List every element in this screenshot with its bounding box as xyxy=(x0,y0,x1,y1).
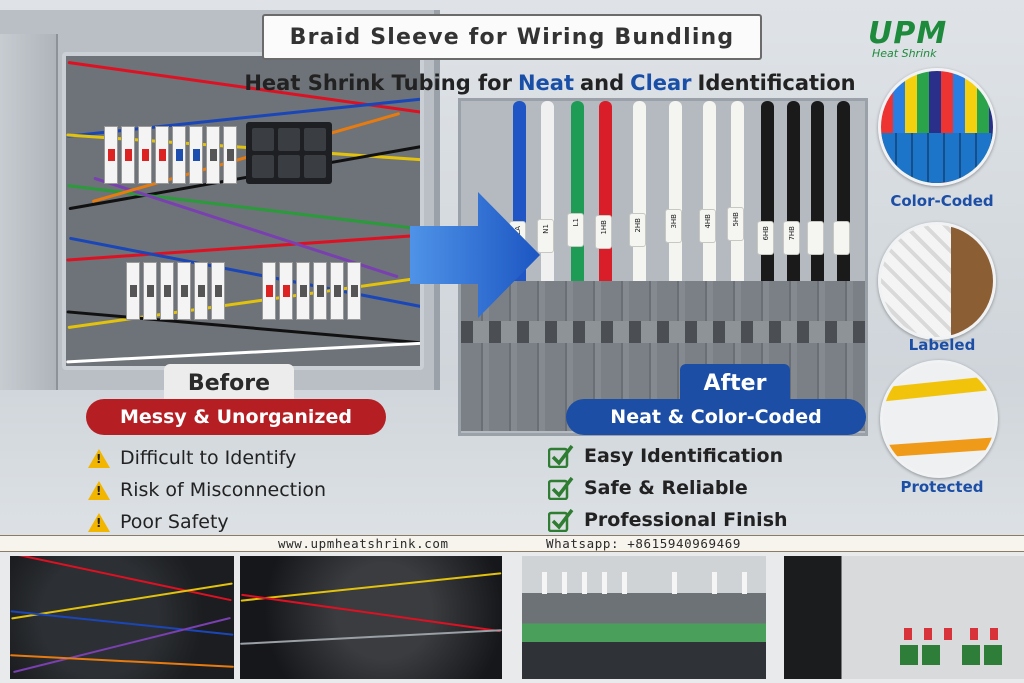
brand-tagline: Heat Shrink xyxy=(872,47,937,60)
after-benefits-list: Easy Identification Safe & Reliable Prof… xyxy=(548,440,788,536)
sleeve-label: 2HB xyxy=(634,218,642,233)
protected-sample-image xyxy=(880,360,998,478)
sleeve-label: L1 xyxy=(572,218,580,227)
list-item-text: Easy Identification xyxy=(584,445,784,467)
sleeve-label: 6HB xyxy=(762,226,770,241)
id-sleeve: 2HB xyxy=(629,213,646,247)
brand-logo: UPM Heat Shrink xyxy=(868,16,978,72)
id-sleeve: 6HB xyxy=(757,221,774,255)
application-gallery xyxy=(0,552,1024,683)
list-item: Risk of Misconnection xyxy=(88,474,326,506)
sleeve-label: 7HB xyxy=(788,226,796,241)
list-item: Poor Safety xyxy=(88,506,326,538)
id-sleeve: 5HB xyxy=(727,207,744,241)
sleeve-label: 1HB xyxy=(600,220,608,235)
after-status-badge: Neat & Color-Coded xyxy=(566,399,866,435)
before-status-badge: Messy & Unorganized xyxy=(86,399,386,435)
page-title: Braid Sleeve for Wiring Bundling xyxy=(262,14,762,60)
id-sleeve: 1HB xyxy=(595,215,612,249)
id-sleeve xyxy=(807,221,824,255)
id-sleeve: L1 xyxy=(567,213,584,247)
labeled-sample-image xyxy=(878,222,996,340)
breaker-row-bottom xyxy=(126,262,225,320)
gallery-image-engine-bay xyxy=(240,556,502,679)
color-coded-sample-image xyxy=(878,68,996,186)
before-issues-list: Difficult to Identify Risk of Misconnect… xyxy=(88,442,326,538)
list-item: Safe & Reliable xyxy=(548,472,788,504)
feature-label-color-coded: Color-Coded xyxy=(890,192,994,210)
sleeve-label: 4HB xyxy=(704,214,712,229)
id-sleeve: N1 xyxy=(537,219,554,253)
before-photo xyxy=(0,10,440,390)
list-item: Professional Finish xyxy=(548,504,788,536)
list-item-text: Poor Safety xyxy=(120,511,229,533)
id-sleeve: 7HB xyxy=(783,221,800,255)
list-item: Easy Identification xyxy=(548,440,788,472)
list-item: Difficult to Identify xyxy=(88,442,326,474)
page-subtitle: Heat Shrink Tubing for Neat and Clear Id… xyxy=(220,66,880,100)
after-heading: After xyxy=(680,364,790,402)
before-heading: Before xyxy=(164,364,294,402)
contactor-row xyxy=(262,262,361,320)
fuse-block xyxy=(246,122,332,184)
list-item-text: Risk of Misconnection xyxy=(120,479,327,501)
messy-wiring-cabinet xyxy=(62,52,424,370)
list-item-text: Safe & Reliable xyxy=(584,477,748,499)
sleeve-label: 3HB xyxy=(670,214,678,229)
subtitle-text: and xyxy=(580,71,625,95)
id-sleeve xyxy=(833,221,850,255)
whatsapp-contact: Whatsapp: +8615940969469 xyxy=(546,536,742,551)
feature-label-labeled: Labeled xyxy=(908,336,976,354)
feature-label-protected: Protected xyxy=(900,478,984,496)
website-link[interactable]: www.upmheatshrink.com xyxy=(278,536,449,551)
list-item-text: Difficult to Identify xyxy=(120,447,297,469)
subtitle-text: Identification xyxy=(697,71,856,95)
gallery-image-terminal-blocks xyxy=(784,556,1024,679)
cabinet-door xyxy=(0,34,58,390)
arrow-right-icon xyxy=(410,192,540,318)
check-icon xyxy=(548,476,574,500)
breaker-row-top xyxy=(104,126,237,184)
warning-icon xyxy=(88,448,110,468)
sleeve-label: 5HB xyxy=(732,212,740,227)
id-sleeve: 3HB xyxy=(665,209,682,243)
list-item-text: Professional Finish xyxy=(584,509,788,531)
subtitle-highlight-neat: Neat xyxy=(517,71,574,95)
sleeve-label: N1 xyxy=(542,224,550,234)
contact-bar: www.upmheatshrink.com Whatsapp: +8615940… xyxy=(0,535,1024,552)
gallery-image-control-panel xyxy=(522,556,766,679)
subtitle-highlight-clear: Clear xyxy=(630,71,692,95)
subtitle-text: Heat Shrink Tubing for xyxy=(244,71,512,95)
warning-icon xyxy=(88,480,110,500)
brand-name: UPM xyxy=(868,16,948,51)
gallery-image-messy-harness xyxy=(10,556,234,679)
id-sleeve: 4HB xyxy=(699,209,716,243)
warning-icon xyxy=(88,512,110,532)
check-icon xyxy=(548,444,574,468)
check-icon xyxy=(548,508,574,532)
